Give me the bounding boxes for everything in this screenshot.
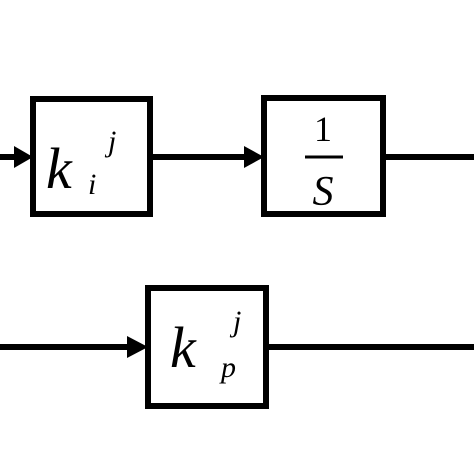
integral-gain-base: k — [46, 136, 73, 201]
proportional-gain-box — [145, 285, 269, 409]
integrator-denominator: S — [313, 169, 334, 215]
integral-gain-superscript: j — [104, 125, 116, 158]
proportional-gain-subscript: p — [219, 351, 236, 384]
proportional-gain-superscript: j — [229, 305, 241, 338]
integral-gain-subscript: i — [88, 168, 96, 201]
integrator-numerator: 1 — [314, 109, 332, 149]
proportional-gain-block: k j p — [145, 285, 269, 409]
integral-gain-block: k j i — [30, 96, 153, 217]
arrowhead-into-ki — [14, 146, 33, 168]
arrowhead-into-kp — [127, 336, 148, 358]
proportional-gain-base: k — [170, 315, 197, 380]
integrator-block: 1 S — [261, 95, 386, 217]
arrowhead-into-integrator — [244, 146, 264, 168]
